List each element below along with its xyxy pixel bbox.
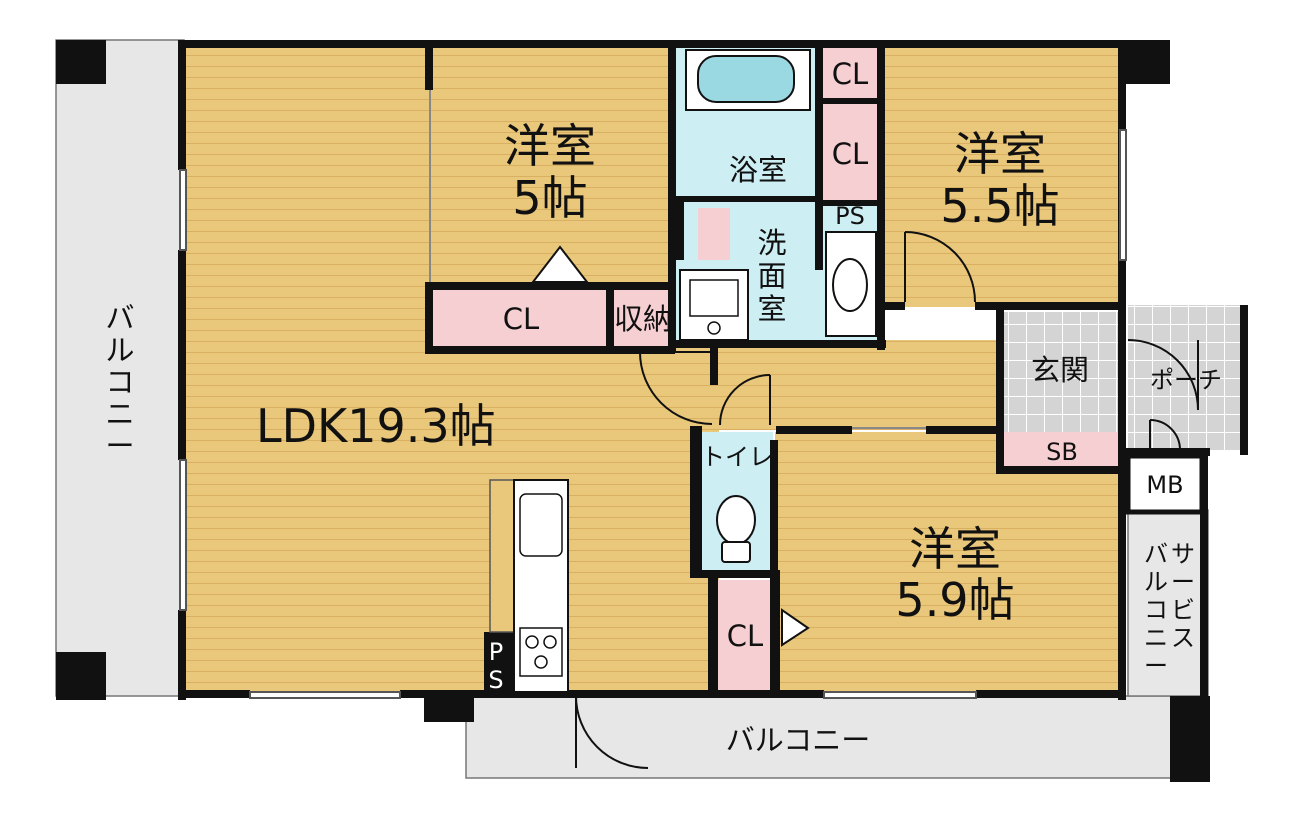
shoe-box: [1003, 432, 1121, 470]
svg-text:ー: ー: [105, 429, 134, 463]
svg-text:ル: ル: [1144, 568, 1168, 596]
svg-text:S: S: [488, 666, 503, 694]
ldk-corridor-floor: [710, 340, 1000, 430]
sliding-doors: [429, 90, 926, 429]
closet-western3: [716, 580, 772, 692]
ps-kitchen-label: P S: [488, 638, 503, 694]
svg-text:ー: ー: [1144, 652, 1168, 680]
sb-label: SB: [1046, 438, 1078, 466]
balcony-bottom: [465, 695, 1191, 779]
svg-text:ル: ル: [105, 333, 134, 367]
svg-text:ス: ス: [1171, 624, 1195, 652]
closet-top-label: CL: [832, 57, 868, 91]
service-balcony-label: サ ー ビ ス バ ル コ ニ ー: [1144, 540, 1195, 680]
washroom-label: 洗 面 室: [757, 226, 786, 326]
bath-label: 浴室: [729, 153, 787, 187]
closet-middle: [820, 104, 880, 200]
closet-ldk-label: CL: [503, 302, 539, 336]
entrance-floor: [1003, 312, 1121, 432]
balcony-left-label: バ ル コ ニ ー: [105, 301, 134, 463]
svg-text:コ: コ: [105, 365, 134, 399]
western3-size: 5.9帖: [895, 573, 1014, 627]
balcony-left: [55, 39, 185, 697]
windows: [179, 129, 1127, 699]
svg-text:バ: バ: [105, 301, 134, 335]
svg-text:ビ: ビ: [1171, 596, 1195, 624]
western1-name: 洋室: [504, 119, 596, 173]
svg-text:洗: 洗: [757, 226, 786, 260]
entrance-label: 玄関: [1031, 353, 1089, 387]
washbasin: [825, 231, 877, 337]
service-balcony: [1127, 509, 1209, 697]
closet-ldk: [432, 290, 610, 348]
kitchen-counter: [489, 479, 569, 693]
western1-floor: [430, 45, 670, 290]
western2-floor: [880, 45, 1120, 307]
svg-text:コ: コ: [1144, 596, 1168, 624]
closet-western3-label: CL: [727, 619, 763, 653]
ps-top-label: PS: [835, 202, 865, 230]
shuno-label: 収納: [614, 302, 672, 336]
bathtub: [685, 49, 811, 111]
western2-size: 5.5帖: [940, 179, 1059, 233]
svg-text:ニ: ニ: [1144, 624, 1168, 652]
svg-text:P: P: [489, 638, 503, 666]
western2-name: 洋室: [954, 127, 1046, 181]
closet-door-markers: [530, 245, 810, 647]
toilet-label: トイレ: [701, 443, 773, 471]
washroom-shelf: [698, 208, 730, 260]
svg-text:室: 室: [757, 292, 786, 326]
ldk-label: LDK19.3帖: [256, 399, 496, 453]
porch-label: ポーチ: [1150, 366, 1222, 394]
door-swings: [575, 231, 1199, 769]
svg-text:サ: サ: [1171, 540, 1195, 568]
svg-text:ー: ー: [1171, 568, 1195, 596]
balcony-bottom-label: バルコニー: [726, 723, 870, 757]
closet-middle-label: CL: [832, 137, 868, 171]
mb-label: MB: [1146, 471, 1183, 499]
western3-floor: [775, 432, 1121, 692]
shuno-storage: [612, 290, 672, 348]
svg-text:ニ: ニ: [105, 397, 134, 431]
svg-text:バ: バ: [1144, 540, 1168, 568]
porch-floor: [1128, 305, 1248, 450]
western1-size: 5帖: [512, 171, 587, 225]
walls: [56, 40, 1248, 782]
svg-text:面: 面: [757, 259, 786, 293]
washing-machine: [679, 269, 749, 341]
toilet-fixture: [716, 495, 756, 563]
western3-name: 洋室: [909, 522, 1001, 576]
closet-top: [820, 48, 880, 98]
